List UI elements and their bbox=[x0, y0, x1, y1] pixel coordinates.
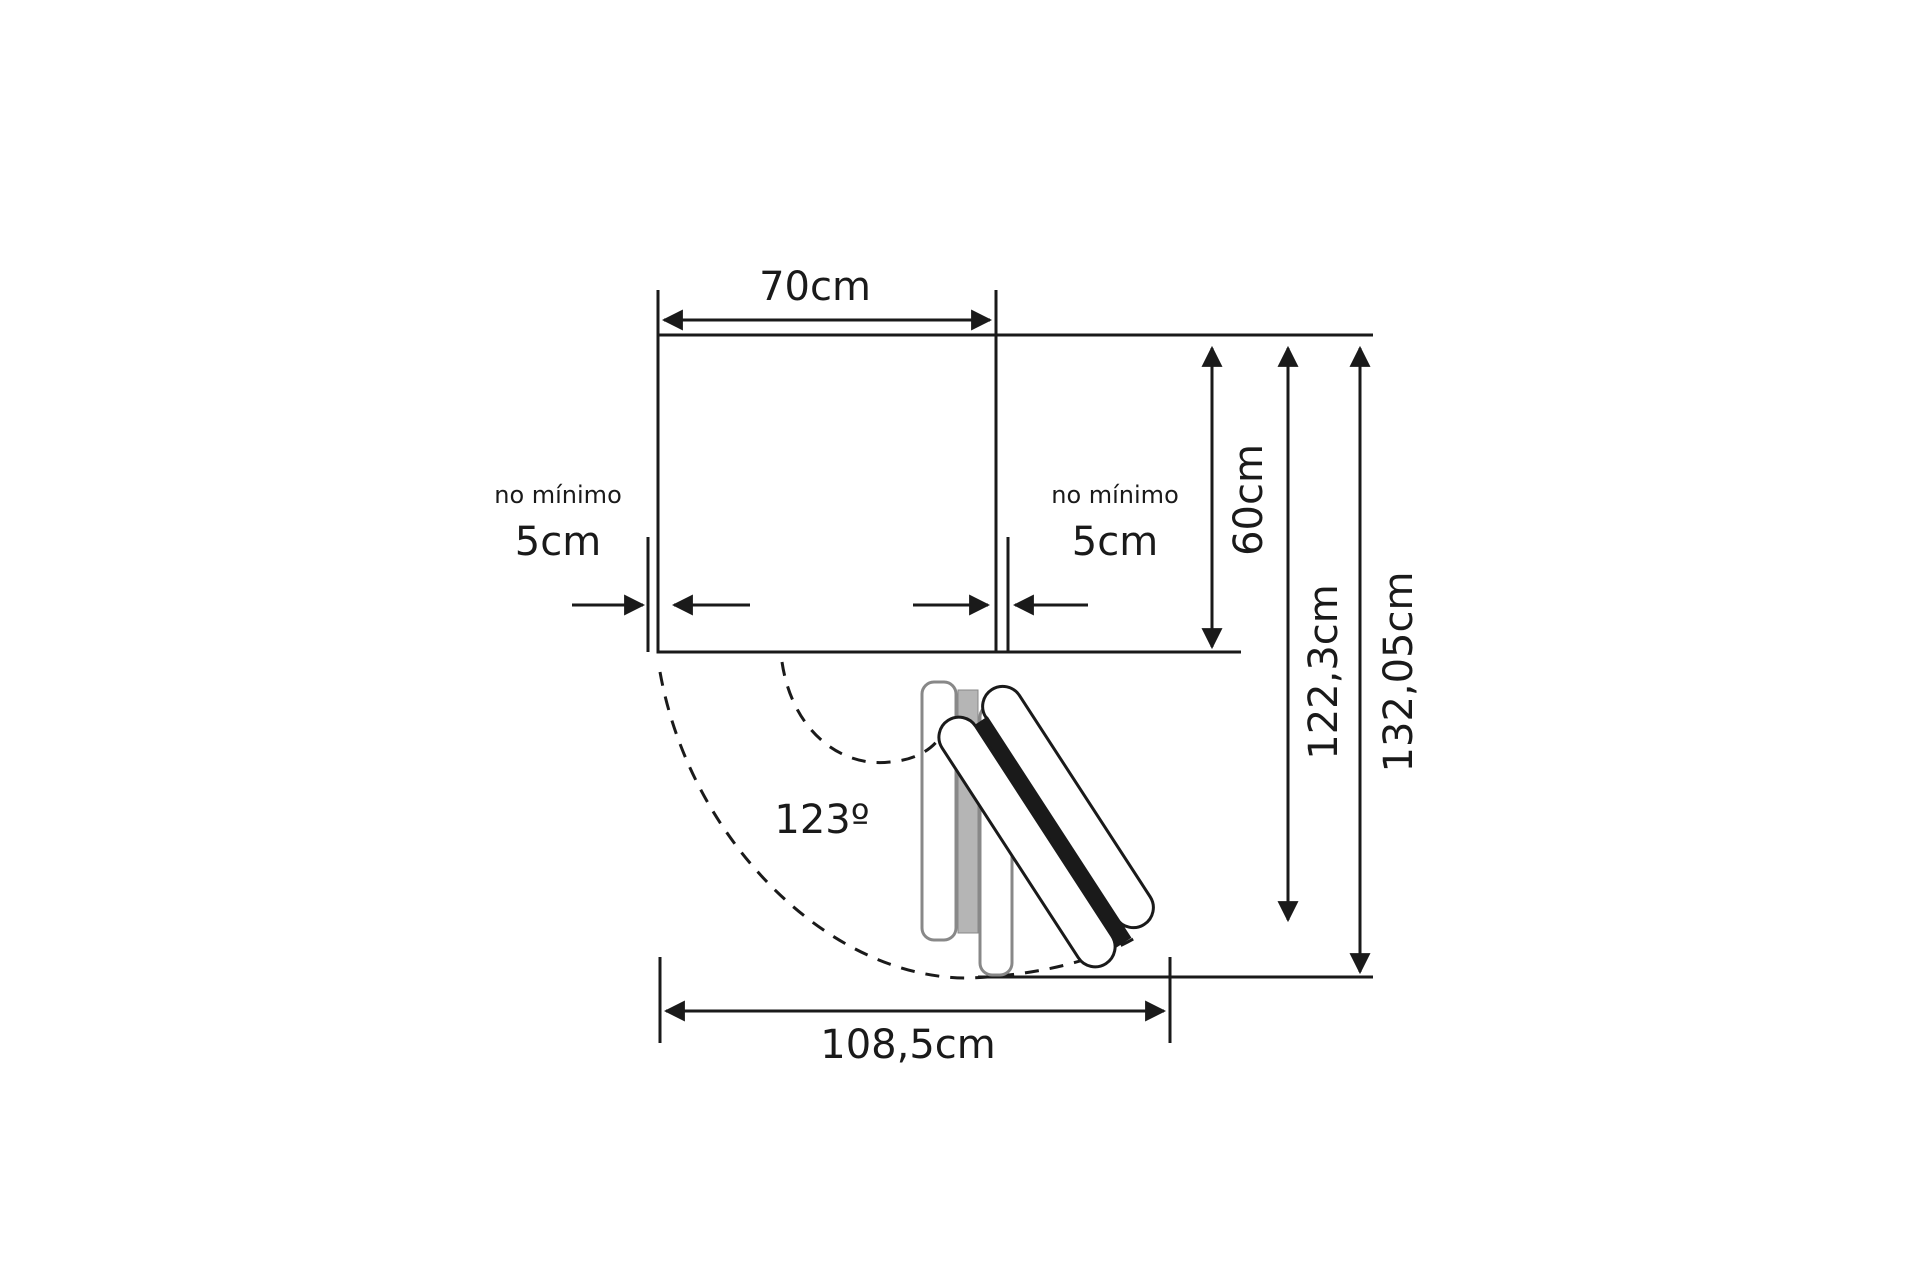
width-open-door-label: 108,5cm bbox=[820, 1022, 995, 1068]
width-top-label: 70cm bbox=[759, 264, 871, 310]
left-clearance-value: 5cm bbox=[515, 519, 601, 565]
left-clearance-caption: no mínimo bbox=[494, 481, 622, 509]
closed-door-outline bbox=[920, 680, 958, 942]
depth-label: 60cm bbox=[1226, 444, 1272, 556]
right-clearance-caption: no mínimo bbox=[1051, 481, 1179, 509]
right-clearance-value: 5cm bbox=[1072, 519, 1158, 565]
open-door-seal bbox=[972, 716, 1132, 948]
appliance-body bbox=[656, 333, 998, 654]
depth-total-label: 132,05cm bbox=[1376, 572, 1422, 773]
door-angle-label: 123º bbox=[774, 797, 869, 843]
open-door-outer bbox=[937, 715, 1117, 969]
inner-door-swing-arc bbox=[780, 661, 940, 765]
depth-open-door-label: 122,3cm bbox=[1301, 584, 1347, 759]
